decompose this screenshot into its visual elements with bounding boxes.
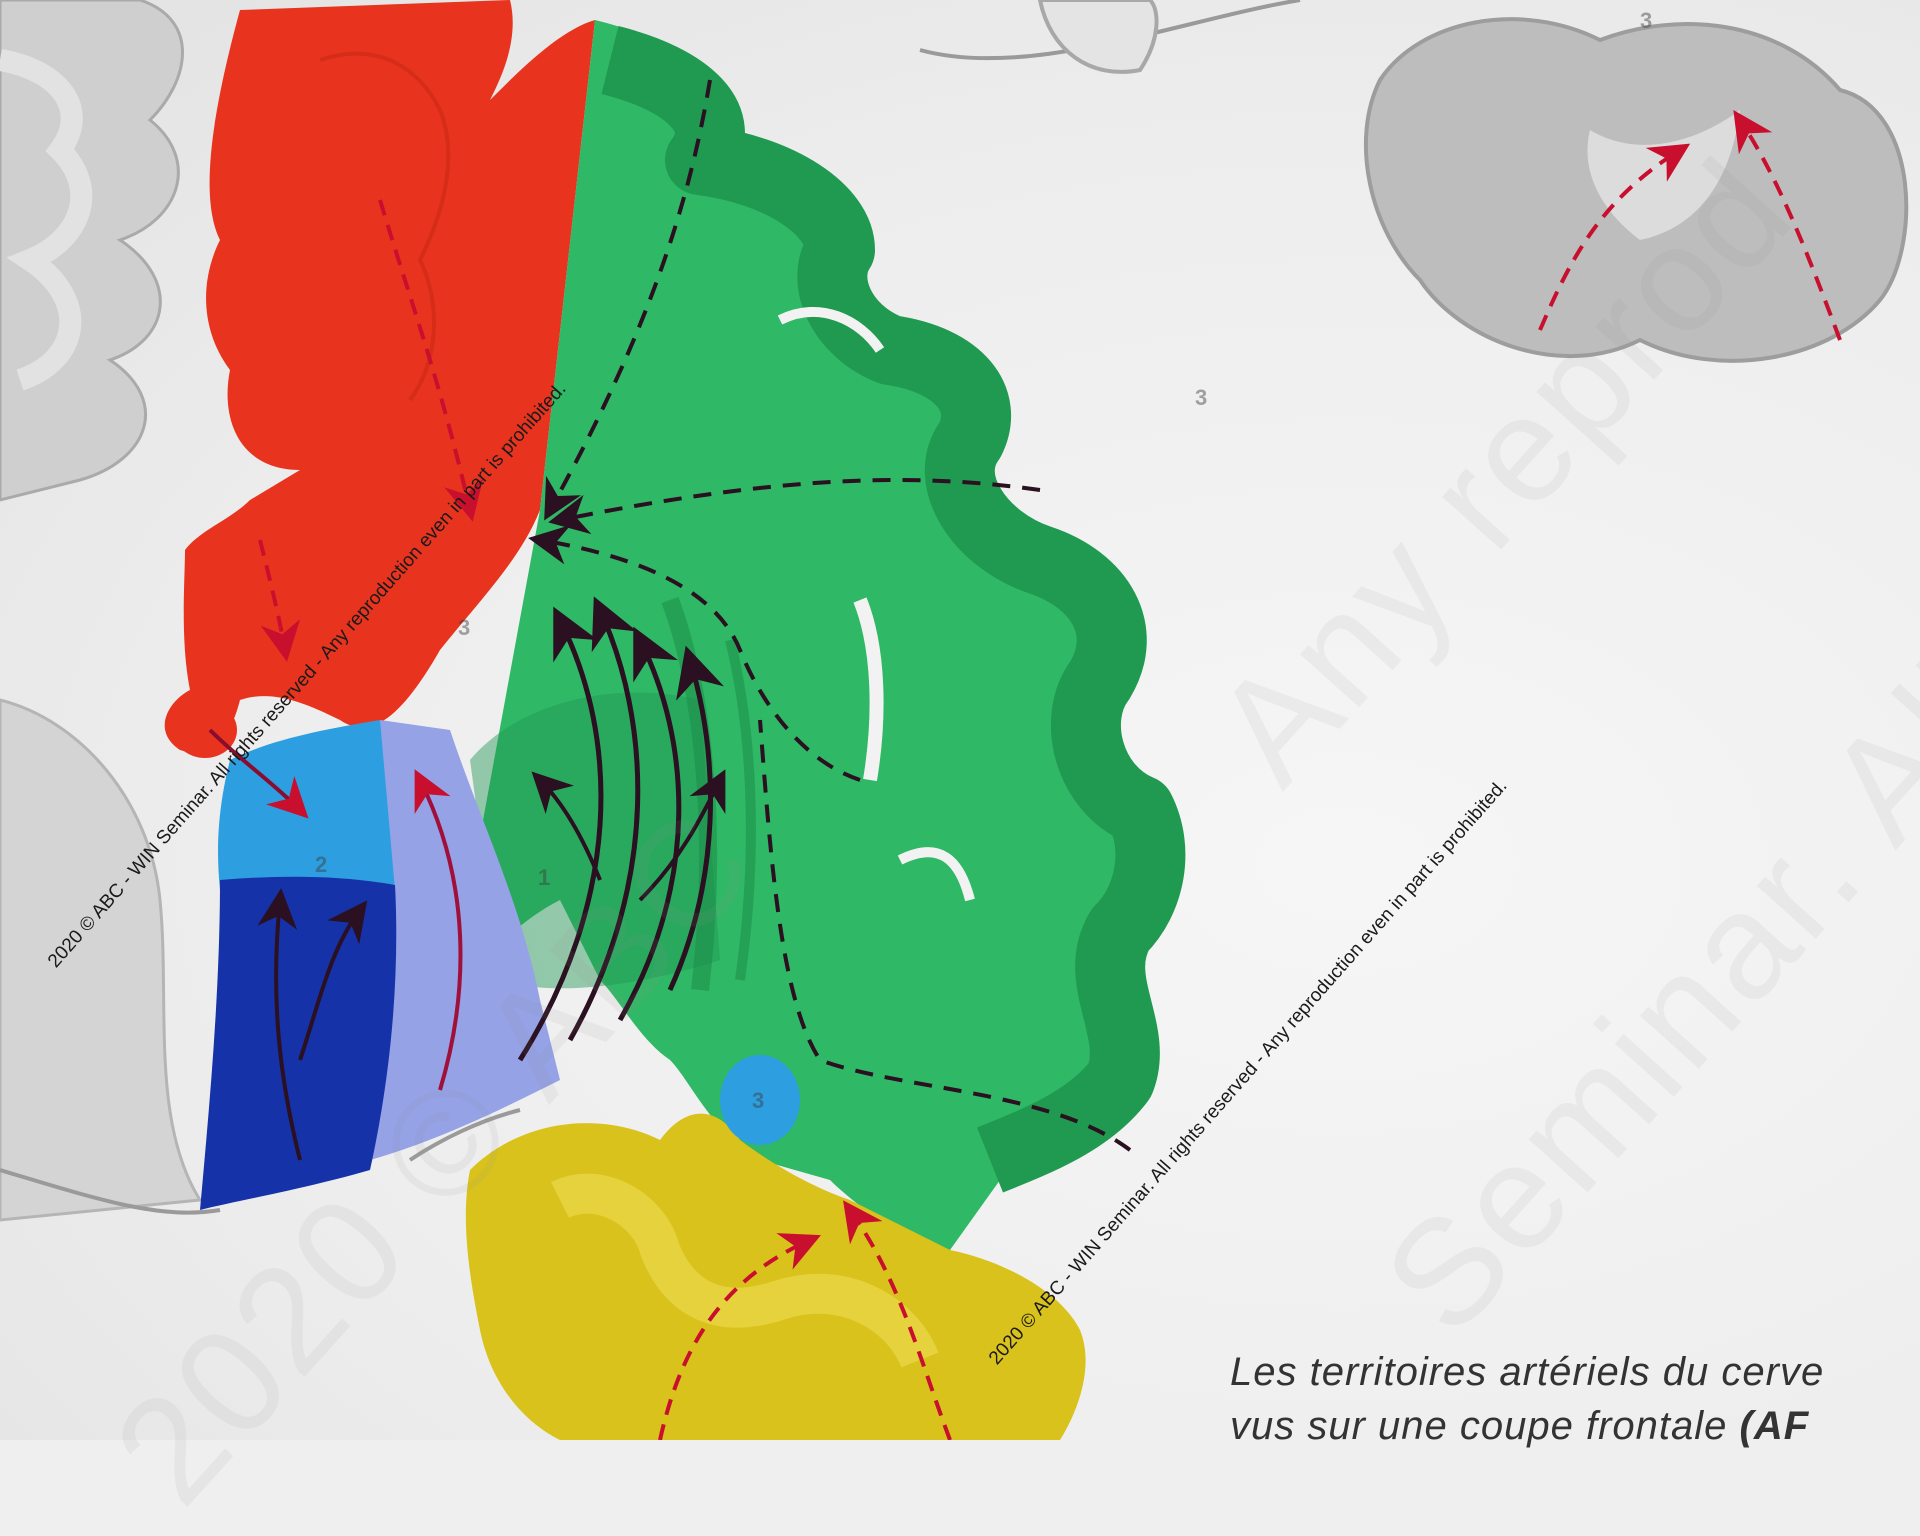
caption-line-2-bold: (AF — [1740, 1404, 1810, 1448]
diagram-canvas: 3 3 2 1 3 3 Any reprod Seminar. All righ… — [0, 0, 1920, 1440]
region-label: 1 — [538, 865, 550, 890]
caption-line-2: vus sur une coupe frontale (AF — [1230, 1399, 1920, 1453]
region-label: 3 — [752, 1088, 764, 1113]
caption-line-1: Les territoires artériels du cerve — [1230, 1345, 1920, 1399]
region-label: 3 — [458, 615, 470, 640]
grey-ventricle-top — [1040, 0, 1157, 72]
grey-lower-left — [0, 700, 200, 1220]
figure-caption: Les territoires artériels du cerve vus s… — [1230, 1345, 1920, 1453]
caption-line-2-text: vus sur une coupe frontale — [1230, 1404, 1727, 1448]
region-label: 3 — [1195, 385, 1207, 410]
region-label: 3 — [1640, 8, 1652, 33]
region-label: 2 — [315, 852, 327, 877]
